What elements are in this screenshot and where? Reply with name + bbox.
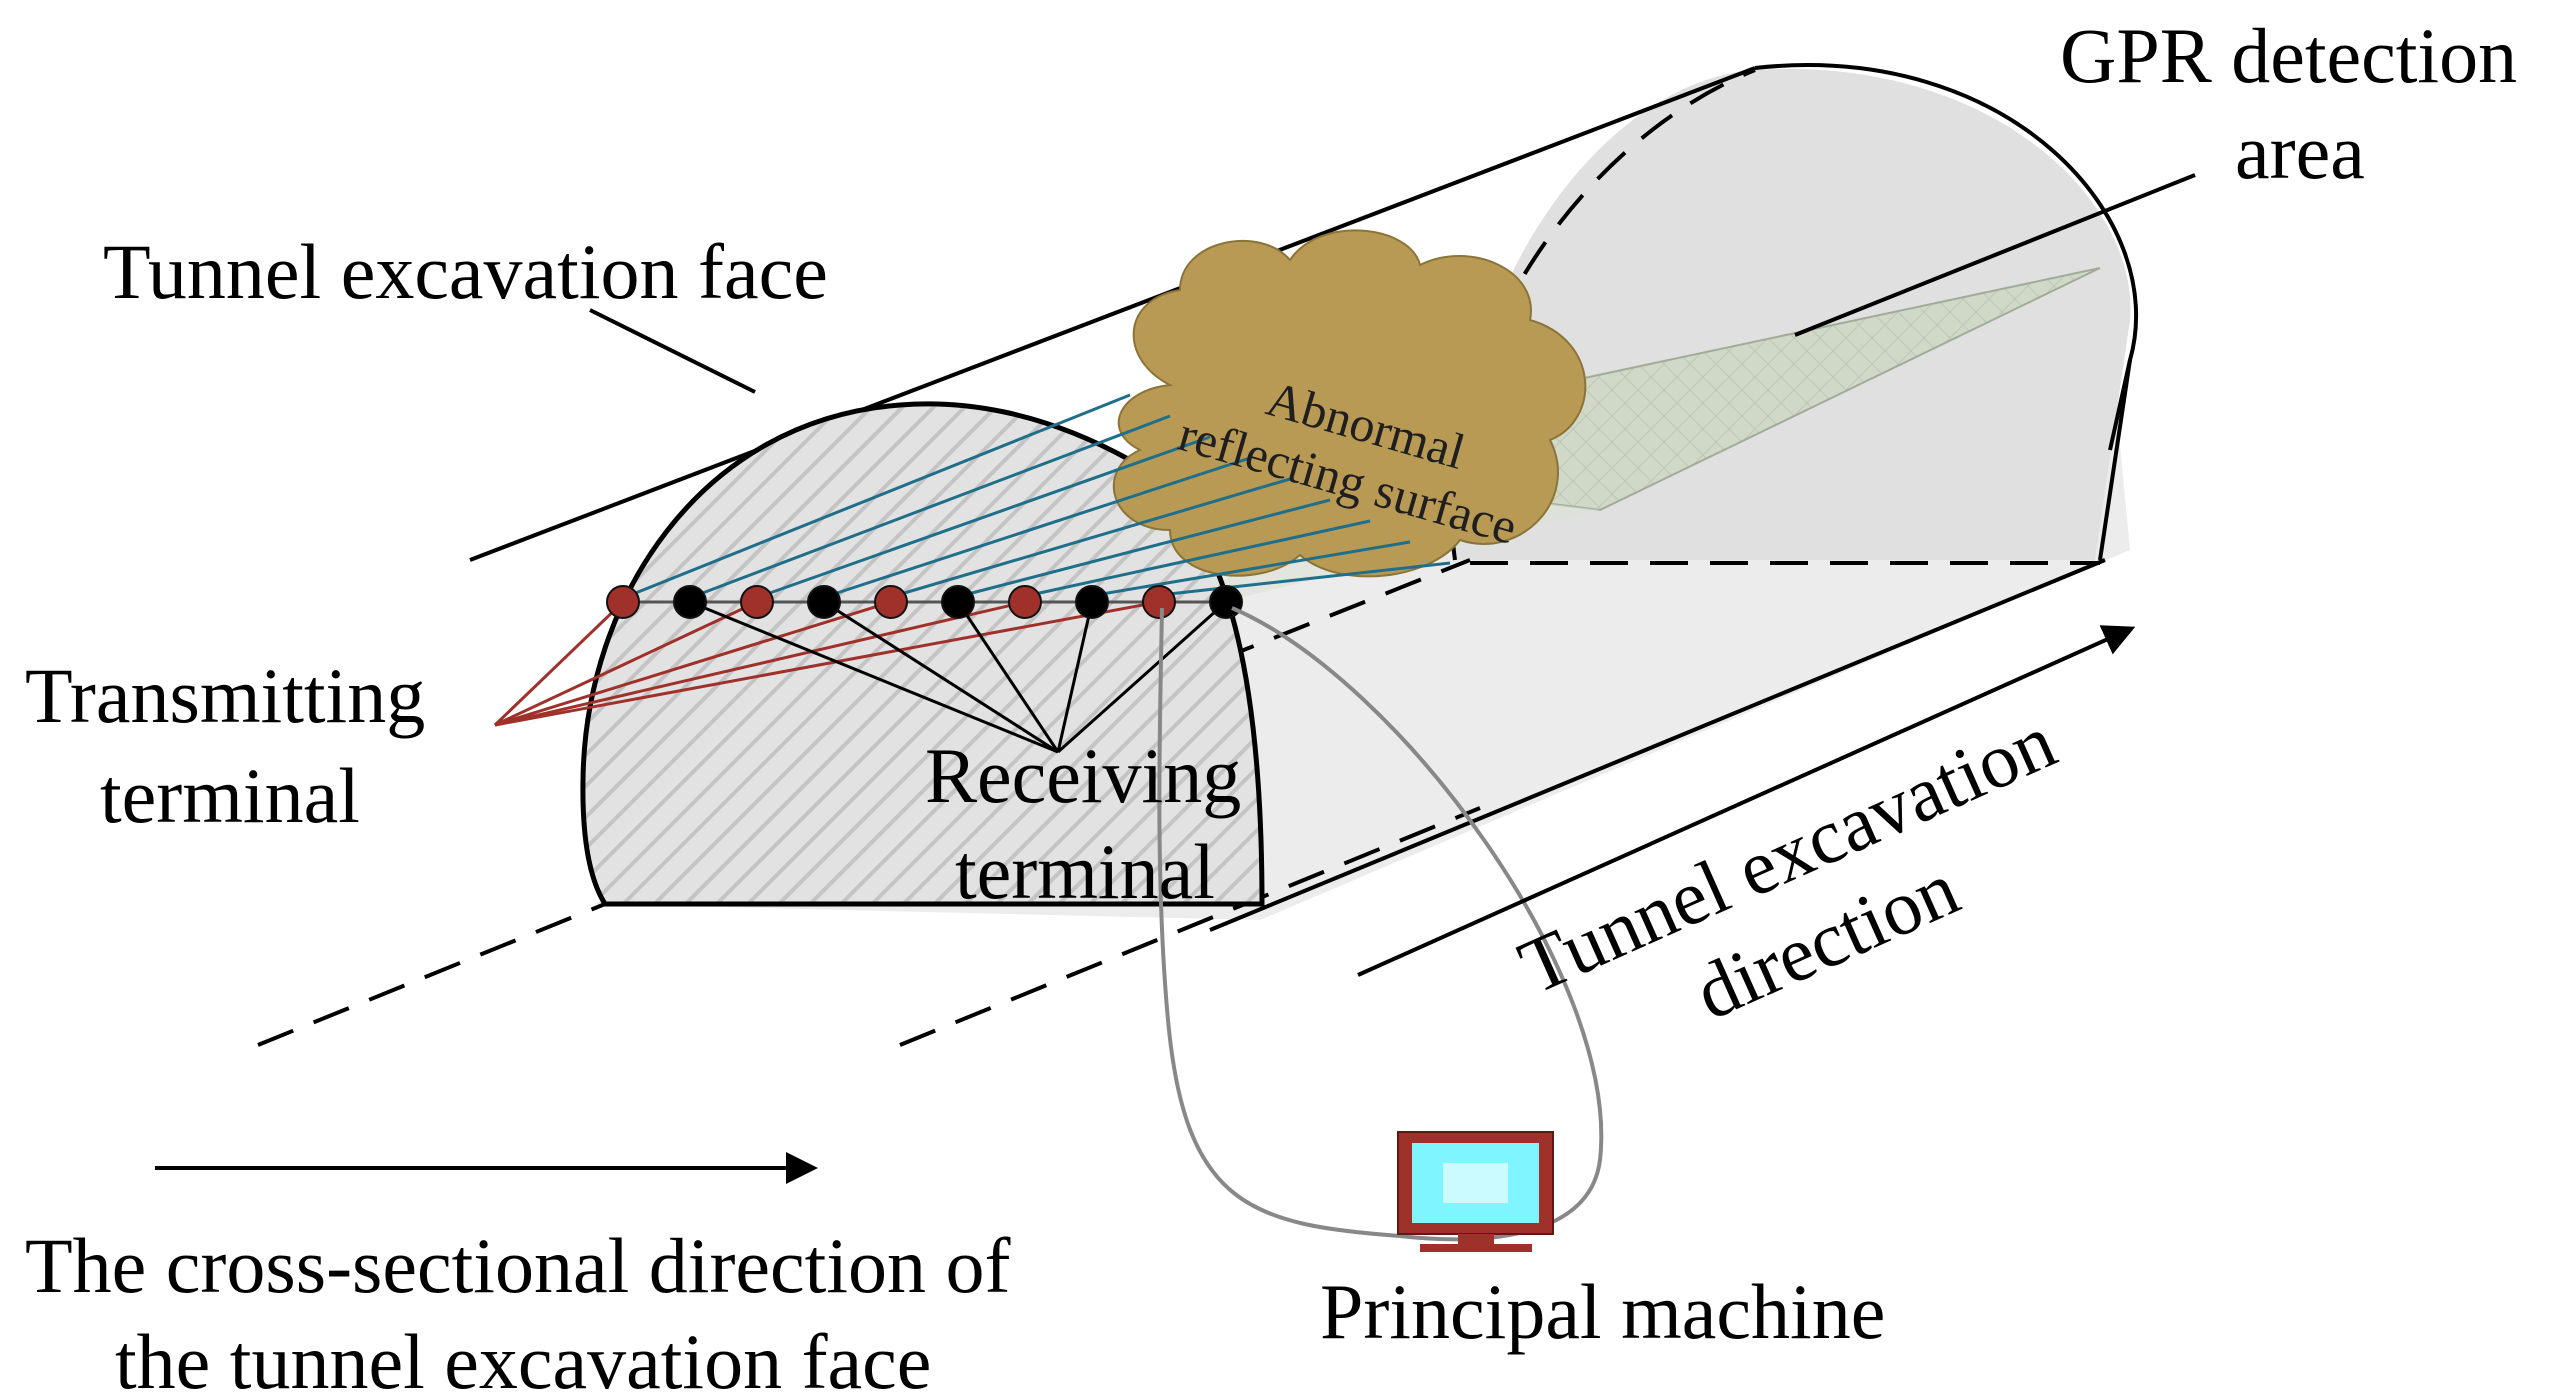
- reflection-ray: [901, 477, 1291, 594]
- reflection-ray: [633, 393, 1131, 594]
- receiver-antenna: [807, 585, 841, 619]
- reflection-ray: [834, 456, 1251, 594]
- receiver-leader: [956, 601, 1060, 753]
- transmitter-antenna: [1008, 585, 1042, 619]
- receiver-leader: [1056, 601, 1094, 753]
- principal-machine-label: Principal machine: [1320, 1268, 1885, 1355]
- transmitter-antenna: [1142, 585, 1176, 619]
- transmitter-leader: [494, 600, 1160, 727]
- receiver-antenna: [1209, 585, 1243, 619]
- transmitting-label-line1: Transmitting: [25, 652, 425, 739]
- principal-machine-icon: [1397, 1131, 1554, 1252]
- receiving-label-line2: terminal: [955, 828, 1215, 915]
- antenna-array: [606, 585, 1243, 619]
- receiver-leaders: [689, 600, 1227, 754]
- receiving-label-line1: Receiving: [925, 732, 1241, 819]
- transmitting-label-line2: terminal: [100, 752, 360, 839]
- transmitter-leader: [494, 600, 758, 727]
- excavation-face-label: Tunnel excavation face: [103, 228, 828, 315]
- receiver-antenna: [1075, 585, 1109, 619]
- transmitter-leaders: [493, 600, 1160, 727]
- cross-section-label-line1: The cross-sectional direction of: [25, 1222, 1010, 1309]
- receiver-antenna: [673, 585, 707, 619]
- hidden-line-left: [257, 902, 606, 1047]
- excavation-face-pointer: [589, 308, 756, 394]
- receiver-antenna: [941, 585, 975, 619]
- gpr-area-label-line1: GPR detection: [2060, 12, 2517, 99]
- receiver-leader: [1057, 600, 1227, 754]
- transmitter-antenna: [606, 585, 640, 619]
- tunnel-back-arch: [1754, 63, 2139, 451]
- excavation-face: [580, 401, 1265, 907]
- transmitter-leader: [493, 600, 625, 727]
- transmitter-leader: [494, 600, 1026, 727]
- reflection-ray: [1035, 519, 1371, 594]
- cable-loop: [1157, 606, 1604, 1242]
- reflection-ray: [767, 435, 1211, 594]
- tunnel-bottom-line: [1209, 558, 2106, 932]
- receiver-leader: [823, 600, 1059, 754]
- reflection-ray: [1102, 540, 1411, 594]
- hidden-line-bottom: [899, 806, 1481, 1047]
- receiver-leader: [689, 600, 1059, 754]
- reflection-ray: [700, 414, 1171, 594]
- transmitter-leader: [494, 600, 892, 727]
- excavation-direction-arrow: [1357, 625, 2136, 977]
- reflection-ray: [968, 498, 1331, 594]
- tunnel-back-arch-right: [2098, 359, 2132, 561]
- abnormal-reflecting-cloud: [1113, 229, 1587, 578]
- tunnel-top-line: [469, 66, 1756, 562]
- gpr-area-label-line2: area: [2235, 108, 2365, 195]
- transmitter-antenna: [740, 585, 774, 619]
- transmitter-antenna: [874, 585, 908, 619]
- gpr-area-pointer: [1794, 173, 2196, 337]
- cross-section-label-line2: the tunnel excavation face: [115, 1318, 931, 1396]
